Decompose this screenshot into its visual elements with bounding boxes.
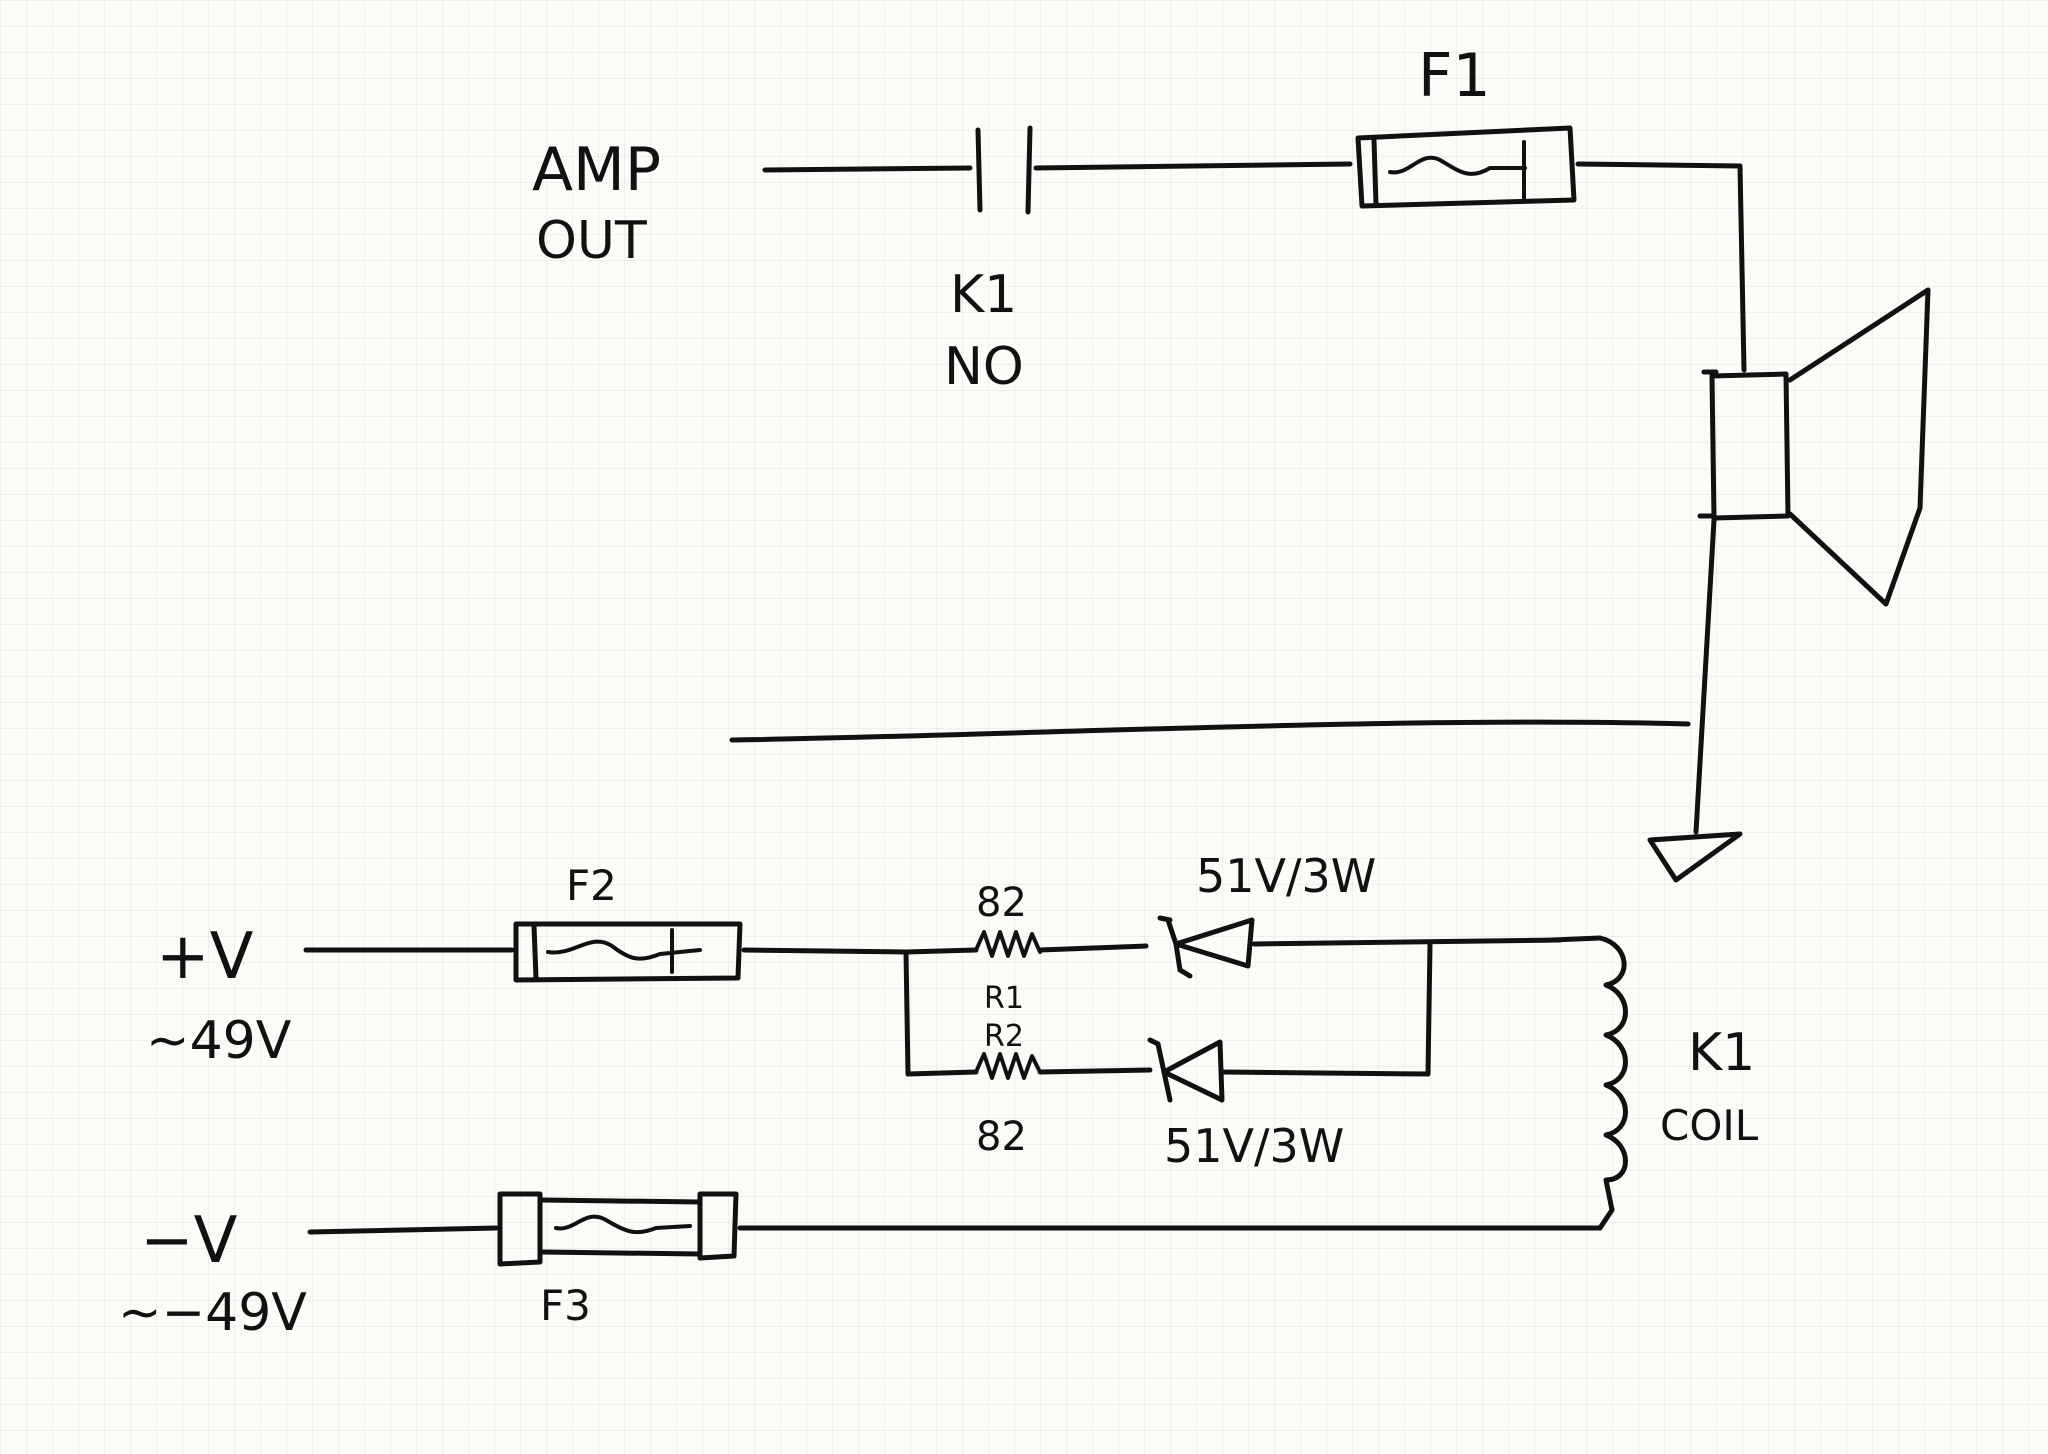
divider-line — [729, 719, 1691, 743]
resistor-r2-name-label: R2 — [984, 1019, 1024, 1054]
k1-contact-type-label: NO — [944, 337, 1024, 397]
zener-diode-bottom — [1147, 941, 1433, 1103]
amp-out-label-line2: OUT — [536, 211, 647, 271]
k1-relay-coil — [1549, 935, 1628, 1231]
pos-supply-value-label: ~49V — [146, 1011, 292, 1071]
resistor-r1-name-label: R1 — [984, 981, 1024, 1016]
fuse-f3 — [497, 1191, 1603, 1267]
resistor-r2-value-label: 82 — [976, 1114, 1027, 1160]
fuse-f3-label: F3 — [540, 1281, 591, 1330]
fuse-f1-label: F1 — [1418, 41, 1491, 111]
k1-coil-name-label: K1 — [1688, 1023, 1755, 1083]
fuse-f2-label: F2 — [566, 861, 617, 910]
ground-symbol — [1647, 831, 1743, 883]
resistor-r1-value-label: 82 — [976, 880, 1027, 926]
resistor-r2 — [974, 1052, 1153, 1080]
amp-out-wire — [762, 165, 973, 173]
fuse-f2 — [513, 921, 909, 983]
k1-normally-open-contact — [975, 125, 1353, 215]
zener-top-rating-label: 51V/3W — [1196, 849, 1376, 903]
neg-supply-value-label: ~−49V — [118, 1283, 307, 1343]
parallel-branch-bus-left — [903, 949, 979, 1077]
neg-supply-wire — [307, 1225, 499, 1235]
pos-supply-label: +V — [156, 920, 254, 994]
k1-coil-word-label: COIL — [1660, 1101, 1759, 1150]
neg-supply-label: −V — [140, 1204, 238, 1278]
resistor-r1 — [903, 930, 1149, 958]
speaker-icon — [1697, 287, 1931, 607]
zener-diode-top — [1157, 915, 1563, 979]
speaker-return-wire — [1693, 517, 1717, 835]
fuse-f1 — [1355, 125, 1747, 373]
amp-out-label-line1: AMP — [532, 135, 661, 205]
k1-contact-name-label: K1 — [950, 265, 1017, 325]
zener-bottom-rating-label: 51V/3W — [1164, 1119, 1344, 1173]
